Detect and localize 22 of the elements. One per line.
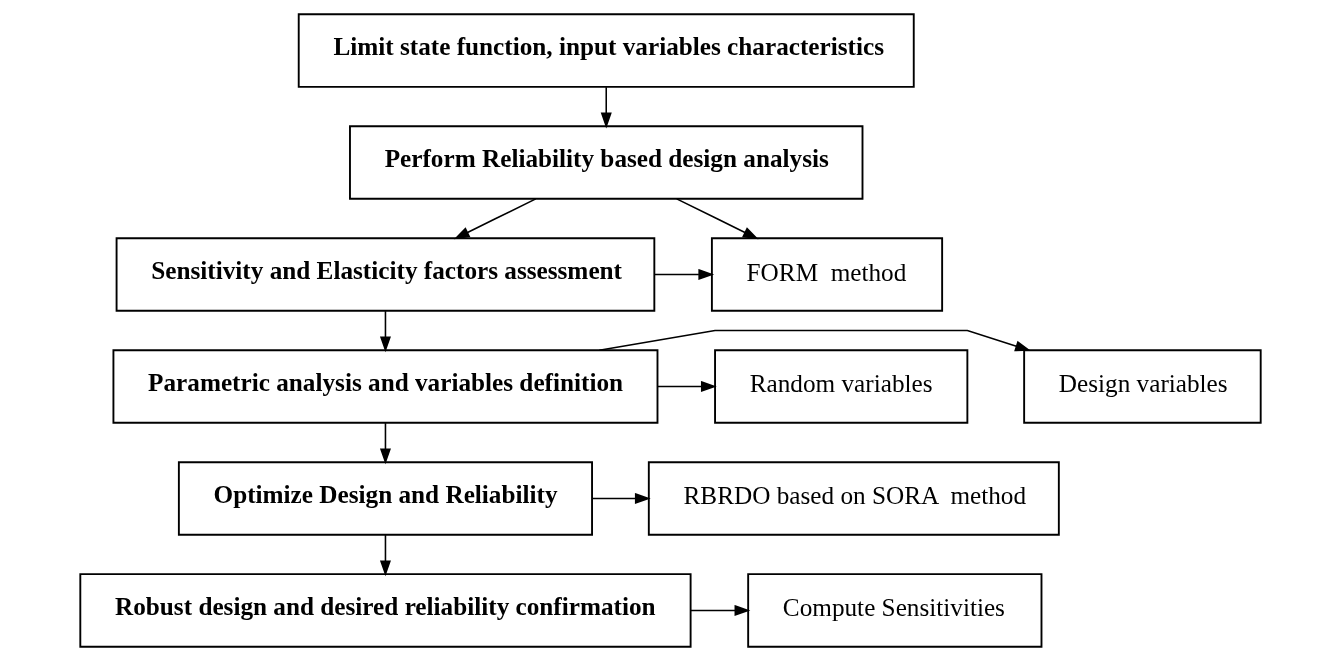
arrow <box>600 86 612 129</box>
node-box: Robust design and desired reliability confirmation <box>79 573 692 648</box>
node-box: Compute Sensitivities <box>747 573 1043 648</box>
arrow <box>654 269 715 281</box>
node-box: Design variables <box>1023 349 1262 424</box>
arrow <box>379 422 391 465</box>
arrow <box>657 380 717 392</box>
node-box: Limit state function, input variables characteristics <box>297 13 915 88</box>
node-box: Perform Reliability based design analysis <box>349 125 864 200</box>
arrow <box>689 604 751 616</box>
arrow <box>379 534 391 577</box>
arrow <box>591 492 651 504</box>
node-box: Parametric analysis and variables definition <box>112 349 659 424</box>
node-box: Optimize Design and Reliability <box>177 461 593 536</box>
arrow <box>598 329 1031 352</box>
node-box: Random variables <box>714 349 969 424</box>
arrow <box>453 198 537 240</box>
arrow <box>675 198 759 240</box>
arrow <box>379 310 391 353</box>
node-box: FORM method <box>710 237 944 312</box>
node-box: RBRDO based on SORA method <box>647 461 1060 536</box>
node-box: Sensitivity and Elasticity factors assessment <box>115 237 656 312</box>
